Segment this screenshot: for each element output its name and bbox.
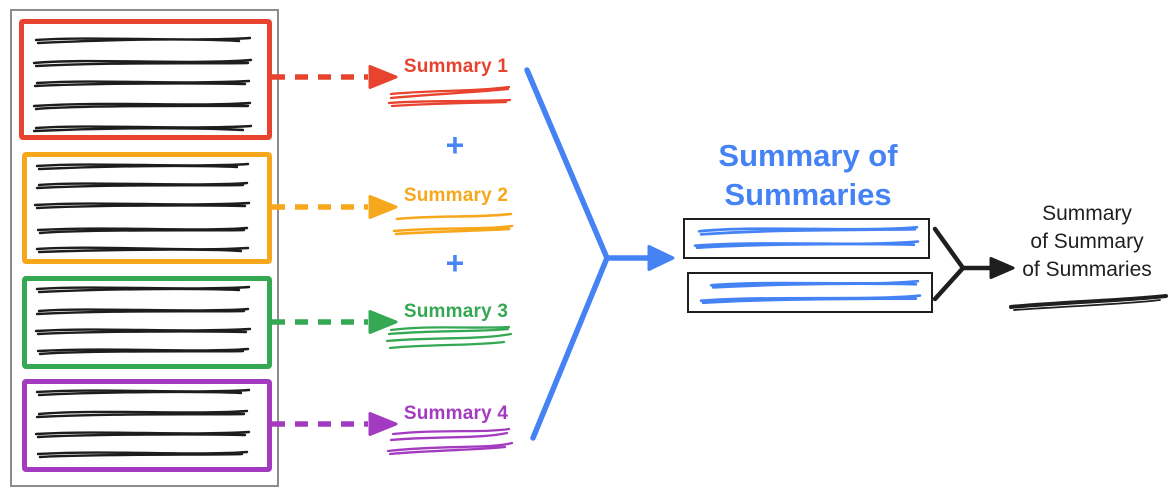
document-chunk-3 (22, 276, 272, 369)
summary-1-scribble (387, 85, 512, 108)
summary-scribble-lines (693, 225, 920, 250)
text-scribble-lines (32, 36, 253, 133)
text-scribble-lines (34, 388, 251, 459)
summary-scribble-lines (699, 279, 922, 305)
document-chunk-2 (22, 152, 272, 264)
final-merge-arrow (932, 226, 1015, 302)
document-chunk-4 (22, 379, 272, 472)
summarize-arrow-3 (272, 310, 398, 334)
plus-icon-2: + (445, 245, 465, 281)
final-summary-label: Summary of Summary of Summaries (1022, 202, 1152, 281)
summarize-arrow-4 (272, 412, 398, 436)
text-scribble-lines (34, 285, 252, 356)
summarize-arrow-1 (272, 65, 398, 89)
text-scribble-lines (33, 162, 251, 254)
merge-arrow (524, 67, 675, 441)
source-document (10, 9, 279, 487)
summary-4-scribble (386, 427, 514, 456)
summary-2-label: Summary 2 (403, 185, 509, 206)
document-chunk-1 (19, 19, 272, 140)
summary-4-label: Summary 4 (403, 403, 509, 424)
summary-2-scribble (392, 212, 514, 236)
summarize-arrow-2 (272, 195, 398, 219)
summary-3-label: Summary 3 (403, 301, 509, 322)
summary-of-summaries-box-2 (687, 272, 933, 313)
summary-1-label: Summary 1 (403, 56, 509, 77)
summary-of-summaries-title: Summary of Summaries (718, 138, 898, 212)
summary-3-scribble (385, 325, 513, 350)
final-summary-scribble (1009, 294, 1168, 311)
summary-of-summaries-box-1 (683, 218, 930, 259)
plus-icon-1: + (445, 127, 465, 163)
